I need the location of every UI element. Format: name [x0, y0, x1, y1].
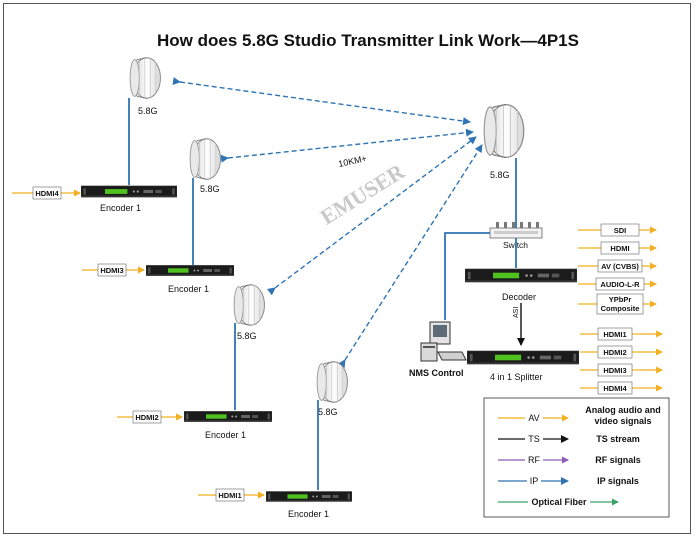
encoder-label: Encoder 1 — [288, 509, 329, 519]
encoder-group-2: 5.8G Encoder 1 HDMI2 — [117, 284, 272, 440]
splitter-device-icon — [467, 350, 579, 365]
splitter-output-4: HDMI4 — [603, 384, 627, 393]
receiver-antenna-icon — [483, 103, 525, 159]
antenna-label: 5.8G — [138, 106, 158, 116]
distance-label: 10KM+ — [337, 153, 367, 169]
decoder-outputs: SDI HDMI AV (CVBS) AUDIO-L-R YPbPr Compo… — [578, 223, 657, 315]
decoder-device-icon — [465, 268, 577, 283]
encoder-label: Encoder 1 — [168, 284, 209, 294]
encoder-device-icon — [184, 410, 272, 423]
decoder-label: Decoder — [502, 292, 536, 302]
legend-desc-fiber: Optical Fiber — [531, 497, 587, 507]
wireless-link-1 — [172, 77, 471, 126]
legend-desc-ip: IP signals — [597, 476, 639, 486]
input-tag-label: HDMI4 — [35, 189, 59, 198]
legend-code-rf: RF — [528, 455, 540, 465]
asi-label: ASI — [513, 307, 520, 318]
encoder-device-icon — [146, 264, 234, 277]
decoder-output-ypbpr: YPbPr — [609, 295, 632, 304]
decoder-output-hdmi: HDMI — [610, 244, 629, 253]
antenna-icon — [129, 57, 161, 99]
splitter-output-3: HDMI3 — [603, 366, 626, 375]
input-tag — [132, 410, 162, 424]
diagram-frame — [3, 3, 691, 534]
legend-code-ip: IP — [530, 476, 539, 486]
encoder-group-4: 5.8G Encoder 1 HDMI4 — [12, 57, 177, 213]
wireless-links — [172, 77, 483, 369]
legend-desc-av: Analog audio and — [585, 405, 661, 415]
legend-desc-rf: RF signals — [595, 455, 641, 465]
antenna-icon — [316, 361, 348, 403]
antenna-label: 5.8G — [318, 407, 338, 417]
input-tag — [215, 488, 245, 502]
encoder-group-3: 5.8G Encoder 1 HDMI3 — [82, 138, 234, 294]
nms-label: NMS Control — [409, 368, 464, 378]
splitter-output-1: HDMI1 — [603, 330, 626, 339]
legend: AV Analog audio and video signals TS TS … — [483, 397, 670, 518]
decoder-output-composite: Composite — [601, 304, 640, 313]
wireless-link-4 — [337, 144, 483, 369]
input-tag-label: HDMI1 — [218, 491, 241, 500]
decoder-output-audio: AUDIO-L-R — [600, 280, 640, 289]
ip-cable-nms — [444, 232, 490, 320]
input-tag — [32, 186, 62, 200]
legend-desc-av-2: video signals — [594, 416, 651, 426]
encoder-device-icon — [81, 185, 177, 198]
encoder-label: Encoder 1 — [205, 430, 246, 440]
wireless-link-2 — [220, 128, 474, 163]
legend-code-av: AV — [528, 413, 539, 423]
input-tag-label: HDMI2 — [135, 413, 158, 422]
page-title: How does 5.8G Studio Transmitter Link Wo… — [157, 31, 579, 50]
decoder-output-av: AV (CVBS) — [601, 262, 639, 271]
antenna-label: 5.8G — [237, 331, 257, 341]
receiver-group: 5.8G Switch Decoder ASI — [409, 103, 579, 382]
watermark-text: EMUSER — [316, 158, 410, 230]
computer-icon — [420, 321, 467, 362]
input-tag-label: HDMI3 — [100, 266, 123, 275]
legend-desc-ts: TS stream — [596, 434, 640, 444]
input-tag — [97, 263, 127, 277]
splitter-label: 4 in 1 Splitter — [490, 372, 543, 382]
legend-code-ts: TS — [528, 434, 540, 444]
splitter-outputs: HDMI1 HDMI2 HDMI3 HDMI4 — [580, 327, 663, 395]
encoder-label: Encoder 1 — [100, 203, 141, 213]
encoder-group-1: 5.8G Encoder 1 HDMI1 — [198, 361, 352, 519]
decoder-output-sdi: SDI — [614, 226, 627, 235]
encoder-device-icon — [266, 491, 352, 502]
antenna-label: 5.8G — [200, 184, 220, 194]
splitter-output-2: HDMI2 — [603, 348, 626, 357]
antenna-icon — [233, 284, 265, 326]
antenna-icon — [189, 138, 221, 180]
receiver-antenna-label: 5.8G — [490, 170, 510, 180]
